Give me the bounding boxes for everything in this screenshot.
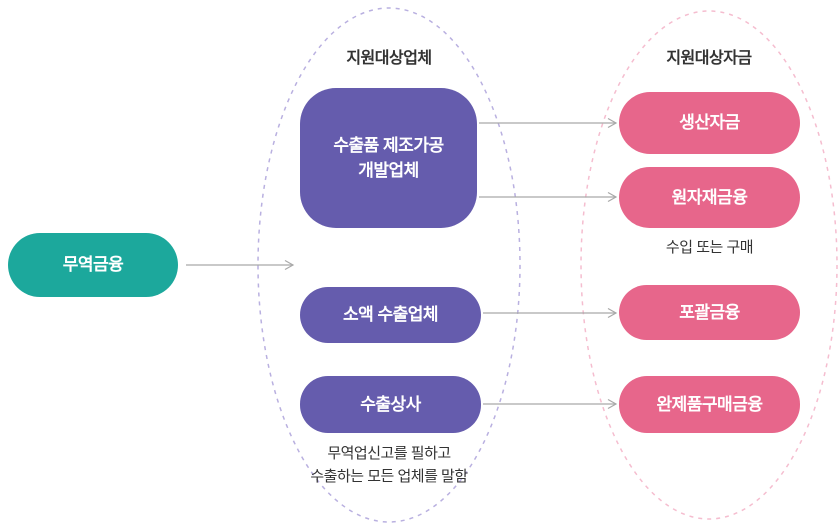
funds-group-outline: [580, 10, 838, 520]
arrow-small-to-comprehensive: [483, 307, 618, 319]
arrow-trade-to-companies: [186, 259, 295, 271]
node-trade-finance: 무역금융: [8, 233, 178, 297]
node-finished-goods-financing: 완제품구매금융: [619, 376, 800, 433]
arrow-maker-to-production: [479, 117, 618, 129]
node-production-funds-label: 생산자금: [679, 113, 740, 133]
node-raw-material-financing-label: 원자재금융: [671, 187, 748, 207]
node-finished-goods-financing-label: 완제품구매금융: [656, 394, 763, 414]
raw-material-caption: 수입 또는 구매: [665, 239, 754, 256]
node-small-exporter: 소액 수출업체: [300, 287, 481, 343]
funds-group-title: 지원대상자금: [666, 50, 752, 67]
node-comprehensive-financing-label: 포괄금융: [679, 302, 740, 322]
arrow-maker-to-rawmaterial: [479, 191, 618, 203]
node-export-manufacturer: 수출품 제조가공 개발업체: [300, 88, 477, 228]
node-export-trader: 수출상사: [300, 376, 481, 433]
companies-group-outline: [257, 7, 521, 523]
node-small-exporter-label: 소액 수출업체: [342, 305, 439, 325]
node-export-manufacturer-label: 수출품 제조가공 개발업체: [333, 135, 444, 181]
node-export-trader-label: 수출상사: [360, 394, 421, 414]
node-comprehensive-financing: 포괄금융: [619, 285, 800, 340]
node-production-funds: 생산자금: [619, 92, 800, 154]
arrow-trader-to-finished: [483, 398, 618, 410]
companies-group-title: 지원대상업체: [346, 50, 432, 67]
companies-group-caption: 무역업신고를 필하고 수출하는 모든 업체를 말함: [310, 445, 468, 486]
node-raw-material-financing: 원자재금융: [619, 167, 800, 228]
node-trade-finance-label: 무역금융: [62, 255, 124, 275]
